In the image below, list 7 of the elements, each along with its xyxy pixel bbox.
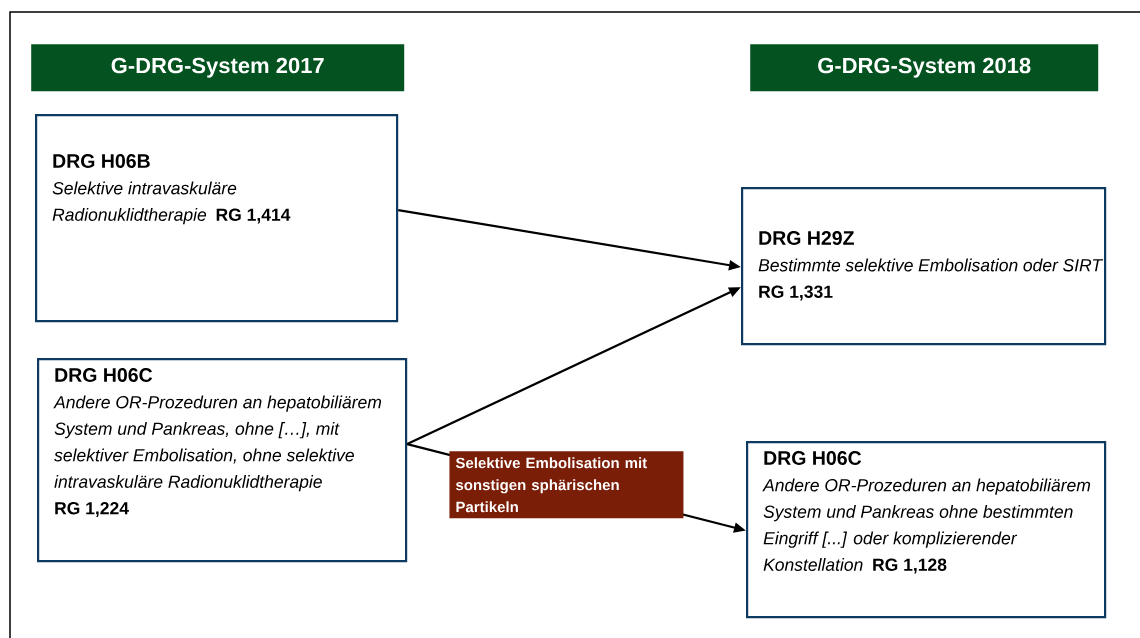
drg-box: DRG H06C Andere OR-Prozeduren an hepatobiliärem System und Pankreas, ohne […], mit selektiver Embolisation, ohne selektive intravaskuläre Radionuklidtherapie RG 1,224 xyxy=(37,358,408,563)
drg-box: DRG H29Z Bestimmte selektive Embolisation oder SIRT RG 1,331 xyxy=(741,187,1107,346)
header-bar: G-DRG-System 2017 xyxy=(31,44,405,92)
drg-box: DRG H06B Selektive intravaskuläre Radionuklidtherapie RG 1,414 xyxy=(35,114,399,323)
drg-box: DRG H06C Andere OR-Prozeduren an hepatobiliärem System und Pankreas ohne bestimmten Eingriff [...] oder komplizierender Konstellation RG 1,128 xyxy=(746,441,1107,619)
header-bar: G-DRG-System 2018 xyxy=(750,44,1099,92)
edge-label: Selektive Embolisation mit sonstigen sphärischen Partikeln xyxy=(449,451,684,519)
